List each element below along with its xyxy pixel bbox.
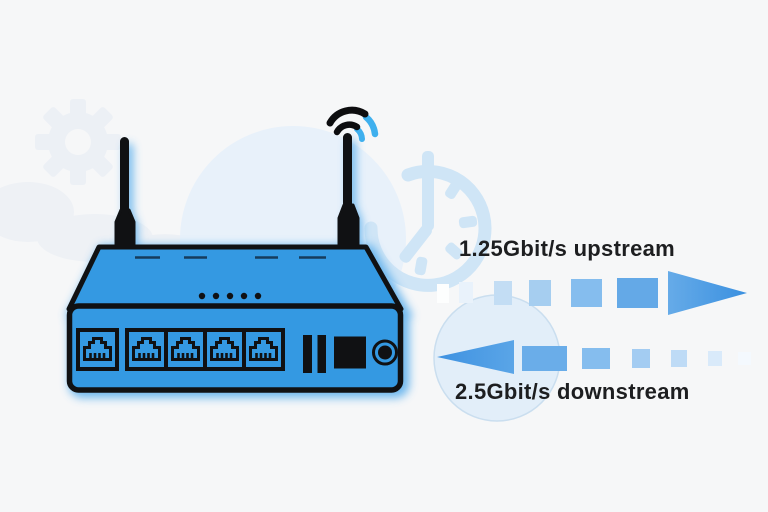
upstream-speed-label: 1.25Gbit/s upstream bbox=[459, 236, 675, 261]
antenna-left bbox=[114, 137, 136, 254]
vent-bars bbox=[303, 335, 326, 373]
downstream-arrow bbox=[437, 340, 751, 374]
wifi-wave-blue-inner bbox=[354, 126, 365, 142]
power-port-icon bbox=[372, 339, 398, 366]
router-top bbox=[66, 244, 404, 312]
led-dots bbox=[198, 292, 262, 300]
clock-icon bbox=[364, 151, 492, 292]
wifi-wave-black-inner bbox=[333, 121, 361, 136]
downstream-arrow-head bbox=[437, 340, 514, 374]
power-switch bbox=[334, 336, 366, 369]
wifi-icon bbox=[326, 106, 379, 142]
upstream-arrow-head bbox=[668, 271, 747, 315]
router-body bbox=[66, 244, 404, 393]
antenna-right bbox=[337, 133, 360, 252]
wifi-wave-black-outer bbox=[326, 106, 369, 127]
gear-icon bbox=[35, 99, 121, 185]
wifi-wave-blue-outer bbox=[362, 113, 379, 138]
downstream-speed-label: 2.5Gbit/s downstream bbox=[455, 379, 690, 404]
upstream-arrow bbox=[437, 271, 747, 315]
